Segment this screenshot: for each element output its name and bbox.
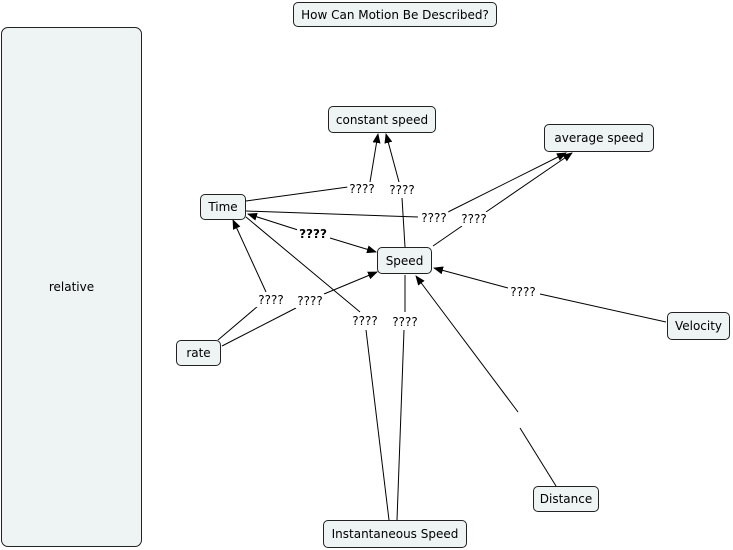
diagram-title[interactable]: How Can Motion Be Described? xyxy=(293,2,497,27)
node-instantaneous-speed[interactable]: Instantaneous Speed xyxy=(323,520,467,548)
link-speed-constant-speed xyxy=(401,197,406,248)
link-time-average-speed xyxy=(245,210,419,218)
node-speed[interactable]: Speed xyxy=(377,247,432,274)
label-time-speed: ???? xyxy=(297,227,329,241)
label-time-constant-speed: ???? xyxy=(347,182,377,196)
link-time-average-speed-arrow xyxy=(447,152,567,213)
label-speed-constant-speed: ???? xyxy=(387,183,417,197)
link-time-constant-speed-arrow xyxy=(369,133,381,183)
node-velocity[interactable]: Velocity xyxy=(667,312,730,340)
link-time-speed-b xyxy=(329,237,377,254)
node-distance[interactable]: Distance xyxy=(533,486,599,512)
link-time-constant-speed xyxy=(245,186,349,202)
link-rate-time-arrow xyxy=(232,219,267,293)
node-constant-speed[interactable]: constant speed xyxy=(328,106,436,133)
node-relative[interactable]: relative xyxy=(1,27,142,547)
link-velocity-speed xyxy=(539,293,667,323)
label-rate-time: ???? xyxy=(256,293,286,307)
link-velocity-speed-arrow xyxy=(433,266,509,289)
label-time-average-speed: ???? xyxy=(419,211,449,225)
link-distance-speed-b xyxy=(415,275,519,413)
link-speed-constant-speed-arrow xyxy=(384,133,400,183)
link-instantaneous-time-b xyxy=(245,216,361,313)
node-rate[interactable]: rate xyxy=(176,340,221,366)
link-distance-speed xyxy=(519,427,557,487)
node-average-speed[interactable]: average speed xyxy=(544,124,654,152)
label-velocity-speed: ???? xyxy=(508,285,538,299)
link-time-speed-a xyxy=(247,212,299,231)
link-speed-average-speed xyxy=(432,225,463,247)
link-rate-time xyxy=(217,305,259,341)
label-rate-speed: ???? xyxy=(295,294,325,308)
link-rate-speed-arrow xyxy=(323,271,378,295)
label-instantaneous-time: ???? xyxy=(350,314,380,328)
node-time[interactable]: Time xyxy=(200,194,246,220)
link-instantaneous-time xyxy=(365,329,390,521)
link-instantaneous-speed xyxy=(396,329,405,521)
label-speed-average-speed: ???? xyxy=(459,212,489,226)
link-speed-average-speed-arrow xyxy=(485,152,573,213)
link-rate-speed xyxy=(221,307,297,347)
label-instantaneous-speed: ???? xyxy=(390,315,420,329)
